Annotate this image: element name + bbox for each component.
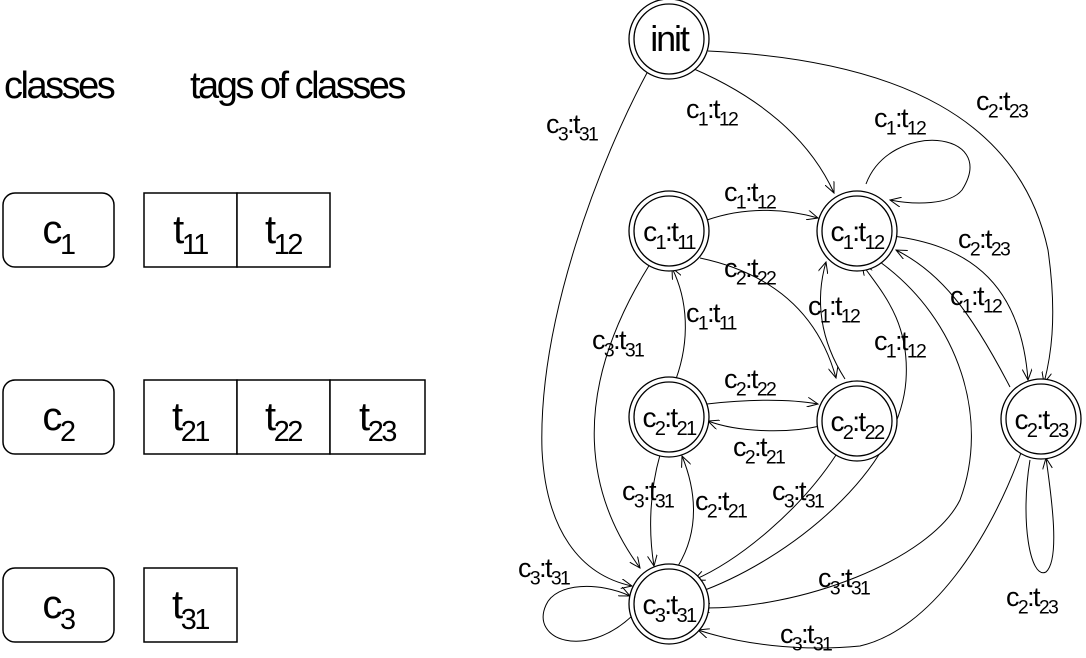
transition-c3t31-c1t12 — [696, 264, 907, 594]
state-c1t12: c1:t12 — [816, 190, 898, 272]
transitions — [541, 50, 1055, 649]
tag-cell — [143, 379, 238, 455]
state-inner-ring — [633, 381, 705, 453]
transition-c2t23-loop — [1025, 458, 1055, 574]
transition-c1t12-loop — [865, 139, 971, 203]
state-label: init — [650, 18, 690, 59]
class-row-c1: c1 t11 t12 — [2, 192, 331, 268]
tag-cell — [329, 379, 426, 455]
state-c3t31: c3:t31 — [628, 563, 710, 645]
tag-label: t11 — [173, 208, 211, 261]
transition-labels: c3:t31 c1:t12 c2:t23 c1:t12 c1:t12 c2:t23 c1:t… — [518, 86, 1060, 656]
state-c2t21: c2:t21 — [628, 376, 710, 458]
transition-c2t23-c3t31 — [698, 449, 1023, 649]
transition-c1t11-c3t31 — [593, 263, 651, 568]
transition-label-c3t31-loop: c3:t31 — [518, 553, 570, 590]
tag-cell — [143, 192, 238, 268]
transition-c2t22-c3t31 — [694, 454, 837, 580]
transition-label-init-c1t12: c1:t12 — [686, 94, 738, 131]
transition-label-init-c3t31: c3:t31 — [546, 109, 598, 146]
state-inner-ring — [633, 3, 705, 75]
transition-c2t23-c1t12 — [896, 250, 1011, 388]
transition-label-c2t21-c1t11: c1:t11 — [686, 298, 737, 335]
class-name: c1 — [42, 208, 75, 261]
transition-c2t21-c3t31 — [651, 454, 661, 566]
state-label: c2:t23 — [1014, 404, 1069, 442]
state-label: c2:t22 — [830, 406, 885, 444]
transition-label-c1t11-c1t12: c1:t12 — [724, 177, 776, 214]
transition-c1t11-c1t12 — [706, 209, 818, 221]
class-name: c3 — [42, 583, 75, 636]
transition-c2t21-c1t11 — [672, 268, 686, 380]
transition-label-c1t11-c3t31: c3:t31 — [592, 325, 644, 362]
class-table: classes tags of classes c1 t11 t12 c2 t2… — [2, 65, 426, 643]
transition-label-c2t23-loop: c2:t23 — [1006, 582, 1058, 619]
class-label: c1 — [42, 208, 77, 261]
transition-c1t12-c3t31 — [699, 261, 972, 608]
tag-cell — [236, 192, 331, 268]
transition-label-c2t22-c2t21: c2:t21 — [733, 432, 785, 469]
transition-c1t11-c2t22 — [699, 257, 836, 378]
tag-name: t11 — [173, 208, 208, 261]
tags-header: tags of classes — [190, 65, 405, 107]
transition-label-c3t31-c2t21: c2:t21 — [695, 486, 747, 523]
transition-c1t12-c2t23 — [892, 235, 1028, 380]
transition-label-c3t31-c1t12: c1:t12 — [874, 326, 926, 363]
state-inner-ring — [1005, 383, 1077, 455]
class-box — [2, 567, 115, 643]
state-c2t22: c2:t22 — [816, 380, 898, 462]
state-c2t23: c2:t23 — [1000, 378, 1082, 460]
state-inner-ring — [821, 385, 893, 457]
transition-init-c3t31 — [541, 70, 649, 586]
state-inner-ring — [821, 195, 893, 267]
states: init c1:t11 c1:t12 c2:t21 c2:t22 c2:t23 c3:t31 — [628, 0, 1082, 645]
transition-c3t31-c2t21 — [677, 456, 694, 567]
transition-label-c2t22-c3t31: c3:t31 — [772, 476, 824, 513]
transition-label-c2t22-c1t12: c1:t12 — [808, 291, 860, 328]
class-label: c3 — [42, 583, 77, 636]
class-row-c2: c2 t21 t22 t23 — [2, 379, 426, 455]
transition-c3t31-loop — [542, 585, 633, 642]
state-label: c1:t12 — [830, 216, 885, 254]
transition-label-c1t12-c2t23: c2:t23 — [958, 224, 1010, 261]
tag-cell — [143, 567, 238, 643]
transition-label-c2t23-c3t31: c3:t31 — [780, 619, 832, 656]
transition-label-c2t21-c3t31: c3:t31 — [622, 476, 674, 513]
class-box — [2, 379, 115, 455]
transition-c2t21-c2t22 — [706, 400, 818, 404]
state-c1t11: c1:t11 — [628, 190, 710, 272]
transition-c2t22-c2t21 — [708, 421, 821, 432]
tag-cell — [236, 379, 331, 455]
class-label: c2 — [42, 395, 77, 448]
state-inner-ring — [633, 568, 705, 640]
transition-label-c2t23-c1t12: c1:t12 — [950, 281, 1002, 318]
state-label: c1:t11 — [643, 216, 696, 254]
state-label: c3:t31 — [642, 589, 697, 627]
transition-init-c1t12 — [681, 63, 834, 193]
class-row-c3: c3 t31 — [2, 567, 238, 643]
transition-label-c1t11-c2t22: c2:t22 — [724, 253, 776, 290]
transition-label-c1t12-c3t31: c3:t31 — [818, 563, 870, 600]
transition-label-init-c2t23: c2:t23 — [976, 86, 1028, 123]
classes-header: classes — [4, 65, 115, 107]
state-label: c2:t21 — [642, 402, 697, 440]
transition-c2t22-c1t12 — [820, 262, 846, 380]
state-init: init — [628, 0, 710, 80]
state-inner-ring — [633, 195, 705, 267]
transition-label-c1t12-loop: c1:t12 — [874, 103, 926, 140]
transition-init-c2t23 — [707, 50, 1054, 383]
class-box — [2, 192, 115, 268]
transition-label-c2t21-c2t22: c2:t22 — [724, 364, 776, 401]
class-name: c2 — [42, 395, 75, 448]
